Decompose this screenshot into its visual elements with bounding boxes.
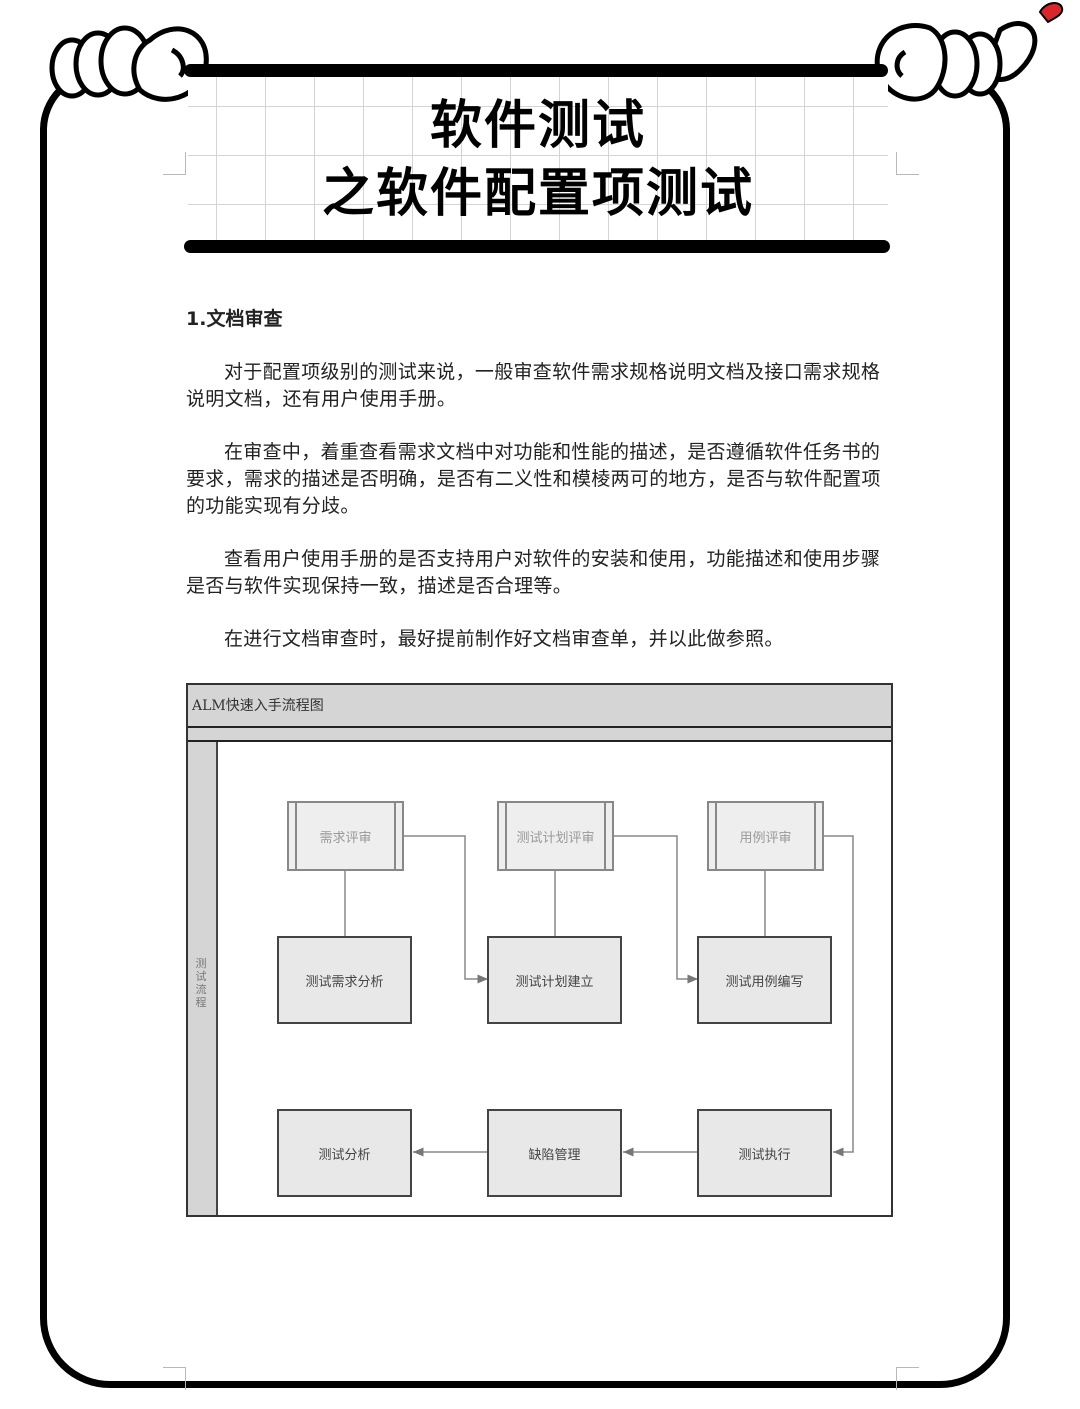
process-node: 测试执行 xyxy=(697,1109,832,1197)
alm-flowchart: ALM快速入手流程图 测试流程 需求评审 测试计划评审 用例评审 测 xyxy=(186,683,893,1217)
process-node: 测试分析 xyxy=(277,1109,412,1197)
flowchart-header: ALM快速入手流程图 xyxy=(188,685,891,728)
process-node: 缺陷管理 xyxy=(487,1109,622,1197)
process-node: 测试用例编写 xyxy=(697,936,832,1024)
title-board xyxy=(188,76,888,246)
title-line-2: 之软件配置项测试 xyxy=(321,164,754,224)
title-board-top-bar xyxy=(184,64,888,77)
article-body: 1.文档审查 对于配置项级别的测试来说，一般审查软件需求规格说明文档及接口需求规… xyxy=(186,306,898,679)
heart-icon xyxy=(1038,2,1064,24)
page-title: 软件测试 之软件配置项测试 xyxy=(188,92,888,228)
review-node: 用例评审 xyxy=(707,801,824,871)
swimlane: 测试流程 xyxy=(188,742,218,1215)
crop-mark xyxy=(896,1367,919,1390)
flowchart-subbar xyxy=(188,728,891,742)
process-node: 测试计划建立 xyxy=(487,936,622,1024)
swimlane-label: 测试流程 xyxy=(195,957,207,1009)
review-node: 需求评审 xyxy=(287,801,404,871)
title-line-1: 软件测试 xyxy=(429,96,646,156)
hands-illustration xyxy=(49,2,1064,102)
process-node: 测试需求分析 xyxy=(277,936,412,1024)
paragraph: 查看用户使用手册的是否支持用户对软件的安装和使用，功能描述和使用步骤是否与软件实… xyxy=(186,548,881,597)
paragraph: 在进行文档审查时，最好提前制作好文档审查单，并以此做参照。 xyxy=(224,628,784,650)
review-node: 测试计划评审 xyxy=(497,801,614,871)
paragraph: 对于配置项级别的测试来说，一般审查软件需求规格说明文档及接口需求规格说明文档，还… xyxy=(186,361,881,410)
flowchart-title: ALM快速入手流程图 xyxy=(192,698,324,714)
section-heading: 1.文档审查 xyxy=(186,308,283,330)
title-board-bottom-bar xyxy=(184,240,890,253)
crop-mark xyxy=(896,152,919,175)
crop-mark xyxy=(163,1367,186,1390)
crop-mark xyxy=(163,152,186,175)
paragraph: 在审查中，着重查看需求文档中对功能和性能的描述，是否遵循软件任务书的要求，需求的… xyxy=(186,441,881,517)
